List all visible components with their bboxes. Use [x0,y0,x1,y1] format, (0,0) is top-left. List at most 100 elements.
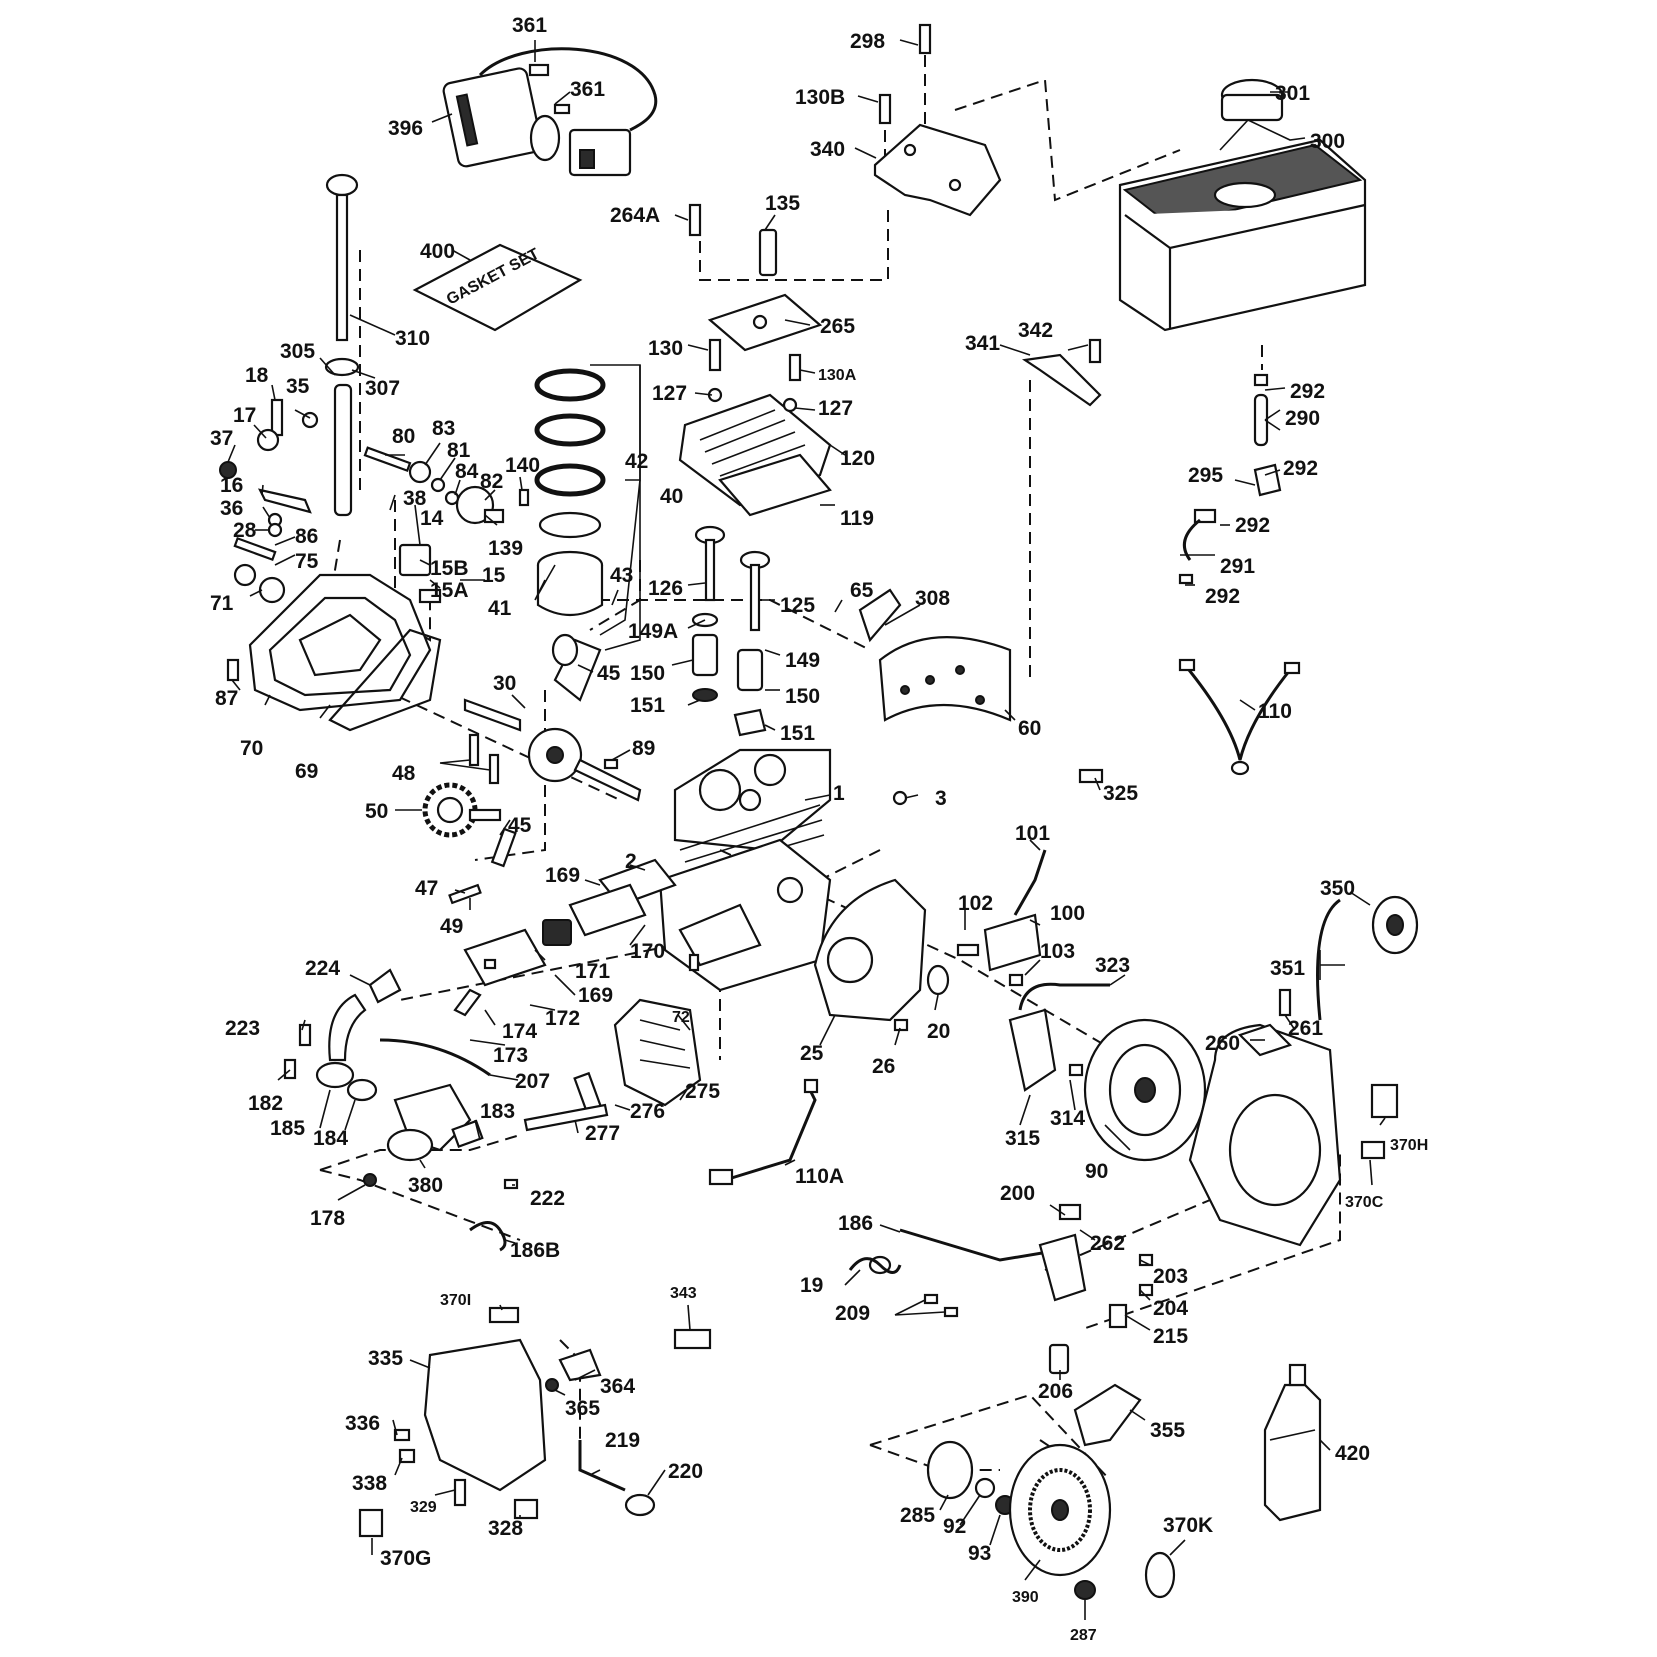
callout-305: 305 [280,340,315,363]
callout-15A: 15A [430,579,469,602]
callout-40: 40 [660,485,683,508]
fuel-line-290 [1178,373,1282,585]
wire-110A [708,1078,819,1186]
callout-390: 390 [1012,1589,1039,1606]
starter-pulley-285 [926,1440,1015,1515]
callout-275: 275 [685,1080,720,1103]
recoil-starter-390 [1008,1443,1112,1600]
callout-370I: 370I [440,1292,471,1309]
callout-338: 338 [352,1472,387,1495]
callout-380: 380 [408,1174,443,1197]
callout-174: 174 [502,1020,537,1043]
callout-15: 15 [482,564,506,587]
callout-184: 184 [313,1127,348,1150]
callout-361b: 361 [570,78,605,101]
callout-149: 149 [785,649,820,672]
decal-370C [1360,1140,1386,1160]
fuel-tank-300 [1118,78,1367,332]
callout-103: 103 [1040,940,1075,963]
callout-38: 38 [403,487,427,510]
callout-130B: 130B [795,86,845,109]
callout-343: 343 [670,1285,697,1302]
callout-298: 298 [850,30,885,53]
callout-350: 350 [1320,877,1355,900]
callout-26: 26 [872,1055,895,1078]
callout-37: 37 [210,427,233,450]
callout-14: 14 [420,507,444,530]
callout-285: 285 [900,1504,935,1527]
callout-92: 92 [943,1515,966,1538]
callout-209: 209 [835,1302,870,1325]
callout-215: 215 [1153,1325,1188,1348]
callout-135: 135 [765,192,800,215]
callout-19: 19 [800,1274,823,1297]
ignition-module-100 [956,849,1047,987]
callout-325: 325 [1103,782,1138,805]
callout-335: 335 [368,1347,403,1370]
callout-370C: 370C [1345,1194,1384,1211]
callout-126: 126 [648,577,683,600]
callout-351: 351 [1270,957,1305,980]
callout-labels: 361 361 396 298 130B 340 301 300 264A 13… [210,14,1428,1644]
blower-housing-260 [1188,988,1342,1247]
flywheel-90 [1083,1018,1207,1162]
callout-291: 291 [1220,555,1255,578]
callout-169b: 169 [578,984,613,1007]
callout-41: 41 [488,597,512,620]
callout-65: 65 [850,579,874,602]
piston-rings-42 [534,368,606,616]
callout-150a: 150 [630,662,665,685]
starter-cup-350 [1316,895,1419,1021]
callout-87: 87 [215,687,238,710]
callout-370G: 370G [380,1547,431,1570]
choke-rod-219 [578,1440,656,1517]
valves-125-126 [691,525,771,737]
leader-lines [227,39,1386,1620]
callout-110: 110 [1258,700,1292,723]
callout-300: 300 [1310,130,1345,153]
callout-1: 1 [833,782,845,805]
callout-370K: 370K [1163,1514,1213,1537]
callout-307: 307 [365,377,400,400]
bracket-340 [873,23,1002,217]
callout-265: 265 [820,315,855,338]
callout-364: 364 [600,1375,635,1398]
callout-45a: 45 [597,662,621,685]
callout-140: 140 [505,454,540,477]
callout-90: 90 [1085,1160,1108,1183]
callout-110A: 110A [795,1165,844,1188]
wire-110 [1178,658,1301,776]
callout-80: 80 [392,425,415,448]
callout-183: 183 [480,1100,515,1123]
callout-323: 323 [1095,954,1130,977]
callout-47: 47 [415,877,438,900]
oil-bottle-420 [1263,1363,1322,1522]
bracket-343 [673,1328,712,1350]
callout-361a: 361 [512,14,547,37]
switch-assembly-315 [1008,982,1110,1092]
callout-260: 260 [1205,1032,1240,1055]
callout-341: 341 [965,332,1000,355]
callout-292c: 292 [1235,514,1270,537]
callout-45b: 45 [508,814,532,837]
callout-292b: 292 [1283,457,1318,480]
spark-plug-135 [688,203,823,352]
callout-295: 295 [1188,464,1223,487]
callout-220: 220 [668,1460,703,1483]
callout-370H: 370H [1390,1137,1428,1154]
dipstick-310 [324,173,360,517]
callout-182: 182 [248,1092,283,1115]
callout-16: 16 [220,474,243,497]
callout-336: 336 [345,1412,380,1435]
electric-starter-396 [442,47,658,177]
callout-186: 186 [838,1212,873,1235]
callout-3: 3 [935,787,947,810]
cam-gear-50 [422,733,619,905]
callout-400: 400 [420,240,455,263]
callout-93: 93 [968,1542,991,1565]
callout-264A: 264A [610,204,660,227]
callout-82: 82 [480,470,503,493]
back-plate-25 [813,878,950,1032]
callout-81: 81 [447,439,471,462]
